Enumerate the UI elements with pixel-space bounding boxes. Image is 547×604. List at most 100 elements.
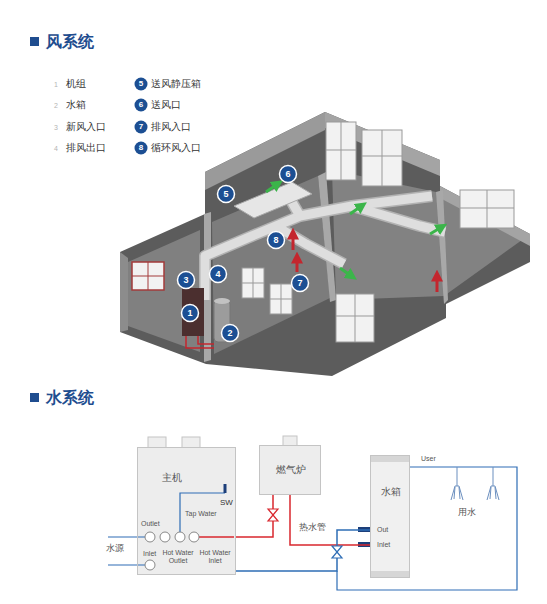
shower-fixture: [487, 467, 499, 500]
callout-number: 5: [223, 190, 228, 199]
legend-number: 2: [54, 102, 58, 109]
port-label: Out: [377, 526, 388, 534]
water-tank-box: 水箱 OutInlet: [370, 455, 410, 578]
supply-arrow: [430, 228, 440, 234]
unit-fill: [137, 447, 236, 575]
user-pipe: [337, 467, 517, 590]
exhaust-arrow: [436, 278, 439, 292]
callout-number: 4: [215, 270, 220, 279]
legend-text: 送风口: [151, 100, 181, 111]
supply-arrow: [340, 268, 350, 275]
port-circle: [145, 532, 155, 542]
back-wall: [440, 186, 530, 246]
box-title: 水箱: [381, 486, 401, 498]
port-label: Inlet: [377, 541, 390, 549]
unit: [182, 288, 204, 336]
port-label: Hot Water Inlet: [197, 549, 233, 565]
source-label: 水源: [106, 543, 124, 553]
legend-number: 5: [139, 80, 143, 88]
section-heading: 水系统: [46, 389, 94, 407]
port-circle: [145, 560, 155, 570]
port-label: SW: [220, 498, 233, 507]
port-label: Hot Water Outlet: [160, 549, 196, 565]
side-wall: [120, 252, 128, 332]
window: [326, 122, 356, 180]
window-frame: [270, 284, 292, 314]
window: [132, 262, 164, 290]
window-frame: [326, 122, 356, 180]
tank-band: [370, 571, 410, 578]
callout-number: 7: [297, 279, 302, 288]
callout-circle: [218, 186, 235, 203]
pipe-label: 热水管: [298, 522, 327, 532]
window: [362, 130, 402, 186]
pipe-connector: [236, 530, 370, 571]
heading-bullet: [30, 37, 39, 46]
legend-number: 6: [139, 101, 143, 109]
house-slab: [120, 112, 530, 376]
callout-circle: [280, 166, 297, 183]
exhaust-arrow: [296, 260, 299, 272]
callout-number: 3: [183, 276, 188, 285]
tank-band: [370, 455, 410, 462]
callout-number: 1: [187, 309, 192, 318]
window: [460, 190, 514, 228]
window-frame: [362, 130, 402, 186]
legend-number: 8: [139, 144, 143, 152]
legend-marker: [135, 99, 148, 112]
boiler-fill: [259, 445, 321, 495]
legend-text: 循环风入口: [151, 143, 201, 154]
connector-group: [236, 495, 370, 571]
callout-circle: [178, 272, 195, 289]
tank-top: [214, 298, 230, 304]
host-unit-box: 主机SWTap WaterOutletInletHot Water Outlet…: [137, 447, 236, 575]
window: [336, 294, 374, 342]
callout-circle: [182, 305, 199, 322]
legend-text: 新风入口: [66, 122, 106, 133]
legend-marker: [135, 142, 148, 155]
partition-wall: [436, 190, 448, 304]
static-pressure-box: [234, 182, 312, 218]
window-frame: [132, 262, 164, 290]
callout-number: 8: [273, 236, 278, 245]
callout-circle: [222, 325, 239, 342]
legend-number: 4: [54, 145, 58, 152]
pipe-connector: [236, 495, 273, 537]
window-frame: [242, 268, 264, 298]
window-frame: [460, 190, 514, 228]
duct-outline: [352, 206, 445, 232]
hot-water-pipe: [199, 536, 234, 538]
unit-pipe: [186, 336, 214, 348]
window-frame: [336, 294, 374, 342]
valve-group: [268, 509, 342, 558]
box-title: 燃气炉: [276, 464, 306, 476]
tap-pipe: [180, 493, 225, 532]
back-wall: [205, 112, 325, 190]
duct-outline: [205, 196, 432, 300]
pipe-connector: [290, 495, 370, 545]
section-heading: 风系统: [46, 33, 94, 51]
window: [270, 284, 292, 314]
legend-number: 7: [139, 123, 143, 131]
port-label: Inlet: [143, 550, 156, 558]
exhaust-arrow: [292, 236, 295, 250]
room-floor: [332, 170, 522, 300]
pipe-label: User: [421, 455, 436, 463]
supply-arrow: [350, 207, 360, 214]
port-label: Tap Water: [185, 510, 217, 518]
legend-text: 机组: [66, 79, 86, 90]
port-label: Outlet: [141, 520, 160, 528]
legend-number: 1: [54, 81, 58, 88]
port-circle: [160, 532, 170, 542]
callout-number: 6: [285, 170, 290, 179]
heading-bullet: [30, 393, 39, 402]
duct: [276, 226, 344, 264]
fixture-label: 用水: [458, 507, 476, 517]
callout-circle: [292, 275, 309, 292]
legend-text: 水箱: [66, 100, 86, 111]
legend-text: 排风出口: [66, 143, 106, 154]
callout-number: 2: [227, 329, 232, 338]
window: [242, 268, 264, 298]
callout-circle: [268, 232, 285, 249]
